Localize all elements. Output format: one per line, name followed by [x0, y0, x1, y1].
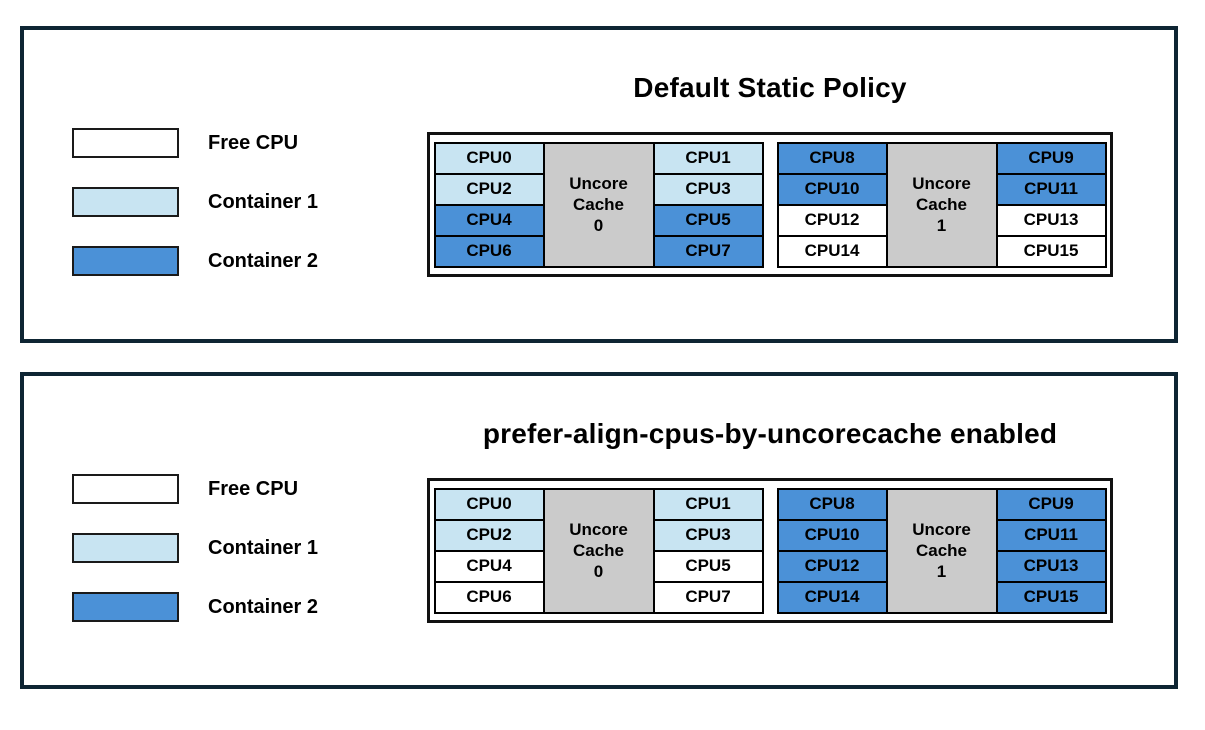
uncore-cache-label-line: Cache	[915, 194, 968, 214]
legend-label-container-2: Container 2	[208, 249, 319, 272]
legend-row-container-1: Container 1	[72, 533, 318, 563]
uncore-cache-label-line: Uncore	[912, 519, 971, 539]
uncore-cache-label-line: 1	[936, 216, 947, 236]
legend-swatch-free-cpu	[72, 474, 179, 504]
cpu-cell: CPU2	[433, 518, 545, 552]
legend-row-container-2: Container 2	[72, 246, 318, 276]
uncore-cache-1-group: CPU8 Uncore Cache 1 CPU9 CPU10 CPU11 CPU	[776, 487, 1107, 614]
cpu-cell: CPU11	[995, 518, 1107, 552]
uncore-cache-0-block: Uncore Cache 0	[542, 141, 655, 268]
cpu-cell: CPU5	[652, 203, 764, 237]
cpu-topology-box: CPU0 Uncore Cache 0 CPU1 CPU2 CPU3 CPU4	[427, 132, 1113, 277]
cpu-cell: CPU11	[995, 172, 1107, 206]
uncore-cache-0-group: CPU0 Uncore Cache 0 CPU1 CPU2 CPU3 CPU4	[433, 487, 764, 614]
legend-swatch-container-2	[72, 592, 179, 622]
panel-title: prefer-align-cpus-by-uncorecache enabled	[482, 418, 1058, 449]
cpu-cell: CPU3	[652, 172, 764, 206]
cpu-cell: CPU3	[652, 518, 764, 552]
cpu-cell: CPU15	[995, 580, 1107, 614]
panel-title: Default Static Policy	[633, 72, 907, 103]
cpu-topology-box: CPU0 Uncore Cache 0 CPU1 CPU2 CPU3 CPU4	[427, 478, 1113, 623]
panel-default-static-policy: Default Static Policy Free CPU Container…	[20, 26, 1178, 343]
legend-row-container-1: Container 1	[72, 187, 318, 217]
cpu-cell: CPU13	[995, 203, 1107, 237]
cpu-cell: CPU6	[433, 234, 545, 268]
cpu-cell: CPU13	[995, 549, 1107, 583]
cpu-cell: CPU5	[652, 549, 764, 583]
legend-swatch-container-2	[72, 246, 179, 276]
uncore-cache-label-line: 0	[593, 562, 604, 582]
uncore-cache-label-line: Uncore	[569, 173, 628, 193]
cpu-cell: CPU8	[776, 141, 888, 175]
cpu-cell: CPU7	[652, 580, 764, 614]
cpu-cell: CPU1	[652, 141, 764, 175]
cpu-cell: CPU9	[995, 141, 1107, 175]
legend-swatch-container-1	[72, 533, 179, 563]
legend-row-free-cpu: Free CPU	[72, 128, 318, 158]
legend-swatch-container-1	[72, 187, 179, 217]
cpu-cell: CPU7	[652, 234, 764, 268]
cpu-cell: CPU10	[776, 518, 888, 552]
legend-label-container-1: Container 1	[208, 536, 319, 559]
cpu-cell: CPU9	[995, 487, 1107, 521]
cpu-cell: CPU12	[776, 549, 888, 583]
cpu-cell: CPU8	[776, 487, 888, 521]
uncore-cache-label-line: Cache	[915, 540, 968, 560]
cpu-cell: CPU10	[776, 172, 888, 206]
legend-label-container-2: Container 2	[208, 595, 319, 618]
legend-label-free-cpu: Free CPU	[208, 131, 299, 154]
cpu-cell: CPU1	[652, 487, 764, 521]
uncore-cache-1-block: Uncore Cache 1	[885, 141, 998, 268]
uncore-cache-1-block: Uncore Cache 1	[885, 487, 998, 614]
cpu-cell: CPU0	[433, 487, 545, 521]
cpu-cell: CPU12	[776, 203, 888, 237]
panel-prefer-align-uncorecache: prefer-align-cpus-by-uncorecache enabled…	[20, 372, 1178, 689]
cpu-cell: CPU14	[776, 580, 888, 614]
legend-swatch-free-cpu	[72, 128, 179, 158]
cpu-cell: CPU2	[433, 172, 545, 206]
cpu-cell: CPU14	[776, 234, 888, 268]
uncore-cache-0-group: CPU0 Uncore Cache 0 CPU1 CPU2 CPU3 CPU4	[433, 141, 764, 268]
cpu-cell: CPU15	[995, 234, 1107, 268]
uncore-cache-1-group: CPU8 Uncore Cache 1 CPU9 CPU10 CPU11 CPU	[776, 141, 1107, 268]
cpu-cell: CPU0	[433, 141, 545, 175]
uncore-cache-0-block: Uncore Cache 0	[542, 487, 655, 614]
uncore-cache-label-line: Cache	[572, 194, 625, 214]
legend-row-container-2: Container 2	[72, 592, 318, 622]
uncore-cache-label-line: 1	[936, 562, 947, 582]
uncore-cache-label-line: Uncore	[569, 519, 628, 539]
legend-label-free-cpu: Free CPU	[208, 477, 299, 500]
cpu-cell: CPU6	[433, 580, 545, 614]
uncore-cache-label-line: Cache	[572, 540, 625, 560]
legend-row-free-cpu: Free CPU	[72, 474, 318, 504]
legend: Free CPU Container 1 Container 2	[72, 474, 318, 651]
cpu-cell: CPU4	[433, 549, 545, 583]
uncore-cache-label-line: 0	[593, 216, 604, 236]
legend: Free CPU Container 1 Container 2	[72, 128, 318, 305]
legend-label-container-1: Container 1	[208, 190, 319, 213]
cpu-cell: CPU4	[433, 203, 545, 237]
uncore-cache-label-line: Uncore	[912, 173, 971, 193]
